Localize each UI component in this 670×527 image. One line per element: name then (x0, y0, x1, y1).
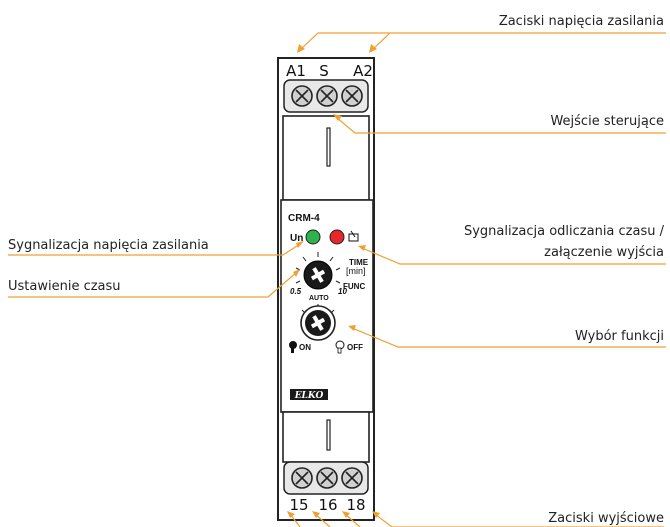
callout-control-input: Wejście sterujące (550, 114, 664, 129)
leader-time-setting (8, 269, 300, 298)
elko-logo: ELKO (290, 389, 328, 401)
callout-supply-signal: Sygnalizacja napięcia zasilania (8, 238, 209, 253)
auto-label: AUTO (309, 295, 329, 302)
bottom-screw-row (291, 467, 363, 489)
leader-timing-signal (358, 245, 666, 265)
on-label: ON (299, 343, 311, 352)
terminal-label-18: 18 (346, 496, 365, 514)
led-un-label: Un (290, 233, 303, 244)
callout-time-setting: Ustawienie czasu (8, 279, 121, 294)
callout-timing-signal-line1: Sygnalizacja odliczania czasu / (464, 224, 665, 239)
screw-icon (291, 467, 313, 489)
top-screw-row (291, 85, 363, 107)
brand-text: ELKO (294, 391, 324, 401)
screw-icon (341, 85, 363, 107)
led-un-green (305, 229, 321, 245)
callout-timing-signal-line2: załączenie wyjścia (544, 245, 664, 260)
off-label: OFF (347, 343, 363, 352)
terminal-label-a2: A2 (353, 62, 373, 80)
time-unit-label: [min] (346, 266, 366, 276)
leader-function-select (348, 325, 666, 348)
model-label: CRM-4 (288, 213, 320, 224)
callout-function-select: Wybór funkcji (575, 329, 664, 344)
callout-output-terminals: Zaciski wyjściowe (548, 511, 664, 526)
terminal-label-a1: A1 (286, 62, 306, 80)
time-max-label: 10 (338, 287, 347, 296)
bulb-off-icon (335, 340, 345, 354)
terminal-label-15: 15 (289, 496, 308, 514)
time-min-label: 0.5 (290, 287, 302, 296)
screw-icon (291, 85, 313, 107)
terminal-label-s: S (319, 62, 329, 80)
relay-icon (348, 230, 359, 242)
callout-supply-terminals: Zaciski napięcia zasilania (499, 14, 664, 29)
leader-output-terminals (287, 511, 664, 527)
func-knob[interactable] (300, 305, 336, 341)
func-label: FUNC (343, 282, 365, 291)
screw-icon (316, 85, 338, 107)
time-knob[interactable] (303, 260, 333, 290)
leader-supply-signal (8, 241, 304, 256)
led-relay-red (329, 229, 345, 245)
leader-control-input (333, 114, 666, 134)
bulb-on-icon (289, 341, 297, 353)
time-label: TIME (349, 258, 369, 267)
leader-supply-terminals (297, 32, 666, 53)
screw-icon (341, 467, 363, 489)
screw-icon (316, 467, 338, 489)
terminal-label-16: 16 (318, 496, 337, 514)
